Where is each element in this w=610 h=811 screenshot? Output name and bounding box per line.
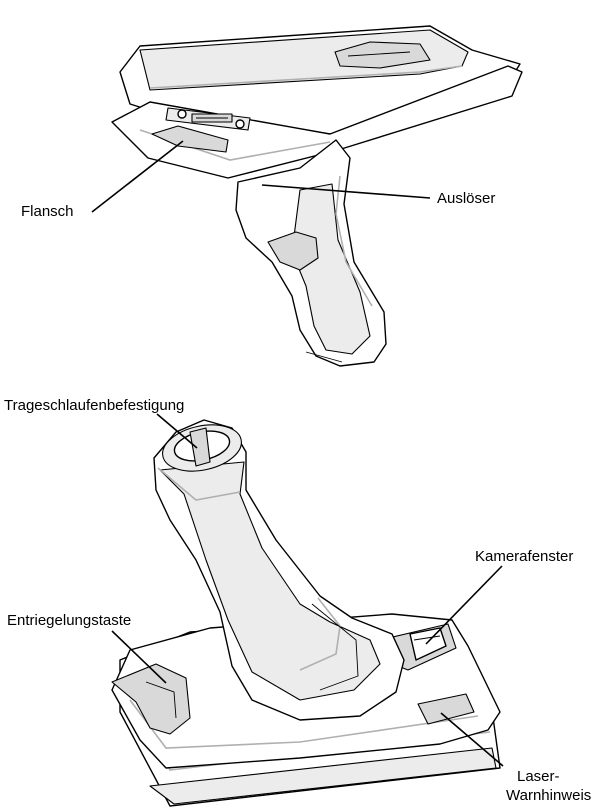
label-ausloeser: Auslöser <box>437 190 495 207</box>
label-laser-line2: Warnhinweis <box>506 787 591 804</box>
label-entriegelungstaste: Entriegelungstaste <box>7 612 131 629</box>
bottom-handle-illustration <box>112 418 500 806</box>
label-laser-line1: Laser- <box>517 768 560 785</box>
flansch-leader <box>92 141 183 212</box>
kamerafenster-leader <box>426 566 502 644</box>
label-trageschlaufenbefestigung: Trageschlaufenbefestigung <box>4 397 184 414</box>
label-kamerafenster: Kamerafenster <box>475 548 573 565</box>
label-flansch: Flansch <box>21 203 74 220</box>
